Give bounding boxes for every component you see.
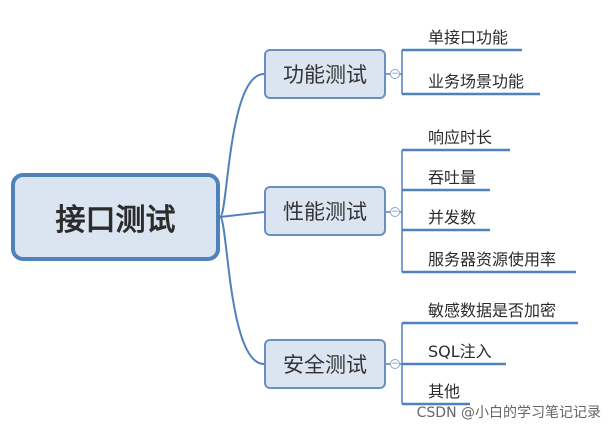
branch-node-security-test[interactable]: 安全测试	[264, 339, 386, 389]
leaf-node[interactable]: 服务器资源使用率	[428, 250, 557, 269]
branch-node-performance-test[interactable]: 性能测试	[264, 186, 386, 236]
root-node[interactable]: 接口测试	[11, 173, 220, 261]
leaf-node[interactable]: 响应时长	[428, 128, 493, 147]
leaf-node[interactable]: 单接口功能	[428, 28, 509, 47]
branch-node-functional-test[interactable]: 功能测试	[264, 49, 386, 99]
collapse-toggle-icon[interactable]: −	[390, 207, 400, 217]
leaf-node[interactable]: SQL注入	[428, 342, 492, 361]
branch-node-label: 安全测试	[283, 353, 367, 377]
leaf-node[interactable]: 敏感数据是否加密	[428, 301, 557, 320]
collapse-toggle-icon[interactable]: −	[390, 69, 400, 79]
branch-node-label: 性能测试	[283, 200, 367, 224]
leaf-node[interactable]: 其他	[428, 382, 461, 401]
root-node-label: 接口测试	[55, 203, 176, 238]
leaf-node[interactable]: 业务场景功能	[428, 72, 525, 91]
connector-root-branch-2	[219, 211, 265, 218]
leaf-node[interactable]: 吞吐量	[428, 168, 477, 187]
leaf-node[interactable]: 并发数	[428, 208, 477, 227]
collapse-toggle-icon[interactable]: −	[390, 359, 400, 369]
csdn-watermark: CSDN @小白的学习笔记记录	[416, 405, 601, 421]
connector-root-branch-1	[219, 73, 265, 218]
connector-root-branch-3	[219, 216, 265, 365]
branch-node-label: 功能测试	[283, 63, 367, 87]
